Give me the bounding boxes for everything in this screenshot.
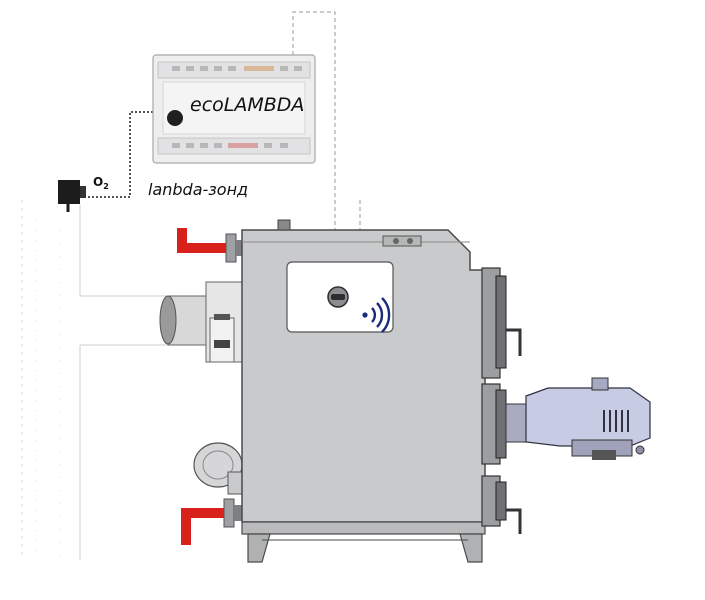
boiler-control-panel bbox=[286, 261, 394, 333]
module-label: ecoLAMBDA bbox=[190, 94, 304, 116]
burner-vents bbox=[603, 410, 629, 432]
supply-pipe bbox=[177, 228, 244, 263]
module-bottom-terminals bbox=[172, 143, 288, 148]
wifi-icon bbox=[362, 297, 391, 333]
flue-pipe bbox=[159, 281, 243, 363]
probe-label: lanbda-зонд bbox=[148, 180, 248, 199]
knob-icon bbox=[327, 286, 349, 308]
pellet-burner bbox=[505, 377, 651, 460]
circulation-fan bbox=[193, 442, 243, 495]
module-status-led bbox=[167, 110, 183, 126]
return-pipe bbox=[181, 498, 242, 545]
ecolambda-module: ecoLAMBDA bbox=[152, 54, 316, 164]
lambda-probe: O2 lanbda-зонд bbox=[58, 175, 248, 212]
sensor-cable bbox=[80, 111, 165, 198]
chimney-wall bbox=[21, 200, 168, 560]
boiler-doors bbox=[481, 267, 522, 534]
module-top-terminals bbox=[172, 66, 302, 71]
o2-symbol: O2 bbox=[93, 175, 109, 191]
